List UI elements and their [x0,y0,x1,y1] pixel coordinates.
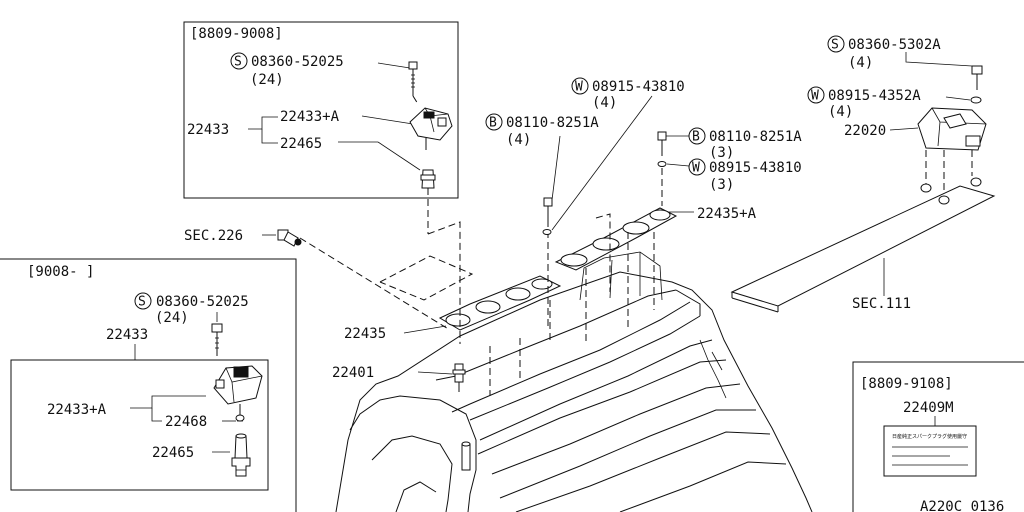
sec-111-label: SEC.111 [852,296,911,312]
spark-plug-icon [452,363,466,392]
ignition-coil-icon [213,365,263,416]
inset-label-frame [852,361,1024,512]
main-labels: W 08915-43810 (4) B 08110-8251A (4) B 08… [184,35,973,381]
washer-icon [970,96,982,104]
inset-top: [8809-9008] S 08360-52025 (24) 22433 224… [183,21,459,234]
inset-left-coil: 22433+A [47,402,107,418]
w-washer-3-code: 08915-4352A [828,88,921,104]
plug-cap-icon [231,433,251,477]
w-washer-2-prefix: W [692,161,700,176]
screw-icon [971,65,983,90]
sec-226-label: SEC.226 [184,228,243,244]
b-mark-icon [485,113,503,131]
inset-left-box [10,359,269,491]
w-mark-icon [571,77,589,95]
w-washer-1-code: 08915-43810 [592,79,685,95]
b-bolt-2-code: 08110-8251A [709,129,802,145]
inset-left-date-range: [9008- ] [27,264,94,280]
bolt-icon [657,131,667,156]
inset-top-bolt-code: 08360-52025 [251,54,344,70]
s-mark-icon [230,52,248,70]
inset-left-seal: 22468 [165,414,207,430]
ignition-unit-icon [917,107,987,151]
s-screw-qty: (4) [848,55,873,71]
inset-top-bolt-prefix: S [234,55,242,70]
w-mark-icon [807,86,825,104]
caution-label-icon: 日産純正スパークプラグ使用厳守 [883,425,977,477]
label-text: 日産純正スパークプラグ使用厳守 [892,433,967,440]
ignition-unit-label: 22020 [844,123,886,139]
gasket-lower-label: 22435 [344,326,386,342]
b-bolt-1-code: 08110-8251A [506,115,599,131]
s-mark-icon [827,35,845,53]
drawing-id: A220C 0136 [920,499,1004,512]
inset-top-date-range: [8809-9008] [190,26,283,42]
plug-cap-icon [420,169,436,189]
sensor-icon [277,229,302,247]
gasket-upper-icon [554,207,678,271]
inset-left-cap: 22465 [152,445,194,461]
b-bolt-2-prefix: B [692,130,700,145]
gasket-lower-icon [438,275,562,331]
s-mark-icon [134,292,152,310]
gasket-upper-label: 22435+A [697,206,757,222]
inset-left-bolt-code: 08360-52025 [156,294,249,310]
inset-left-frame [0,258,297,512]
w-washer-3-qty: (4) [828,104,853,120]
w-washer-1-qty: (4) [592,95,617,111]
inset-top-frame [183,21,459,199]
bolt-icon [543,197,553,222]
b-bolt-2-qty: (3) [709,145,734,161]
inset-top-bolt-qty: (24) [250,72,284,88]
bolt-icon [211,323,223,356]
ignition-coil-icon [409,107,453,150]
inset-top-assembly: 22433 [187,122,229,138]
b-bolt-1-prefix: B [489,116,497,131]
inset-top-cap: 22465 [280,136,322,152]
inset-left-bolt-qty: (24) [155,310,189,326]
washer-icon [542,229,552,235]
bolt-icon [408,61,418,96]
w-washer-3-prefix: W [811,89,819,104]
inset-left: [9008- ] S 08360-52025 (24) 22433 22433+… [0,258,297,512]
s-screw-code: 08360-5302A [848,37,941,53]
b-bolt-1-qty: (4) [506,132,531,148]
inset-top-coil: 22433+A [280,109,340,125]
inset-label-part: 22409M [903,400,954,416]
s-screw-prefix: S [831,38,839,53]
inset-label-date-range: [8809-9108] [860,376,953,392]
w-washer-2-code: 08915-43810 [709,160,802,176]
seal-ring-icon [235,414,245,422]
cover-panel-icon [730,177,996,313]
cylinder-head-drawing [335,251,813,512]
inset-left-bolt-prefix: S [138,295,146,310]
w-mark-icon [688,158,706,176]
inset-left-assembly: 22433 [106,327,148,343]
inset-label: [8809-9108] 22409M 日産純正スパークプラグ使用厳守 A220C… [852,361,1024,512]
assembly-guide-lines [299,150,973,396]
spark-plug-label: 22401 [332,365,374,381]
w-washer-2-qty: (3) [709,177,734,193]
w-washer-1-prefix: W [575,80,583,95]
washer-icon [657,161,667,167]
